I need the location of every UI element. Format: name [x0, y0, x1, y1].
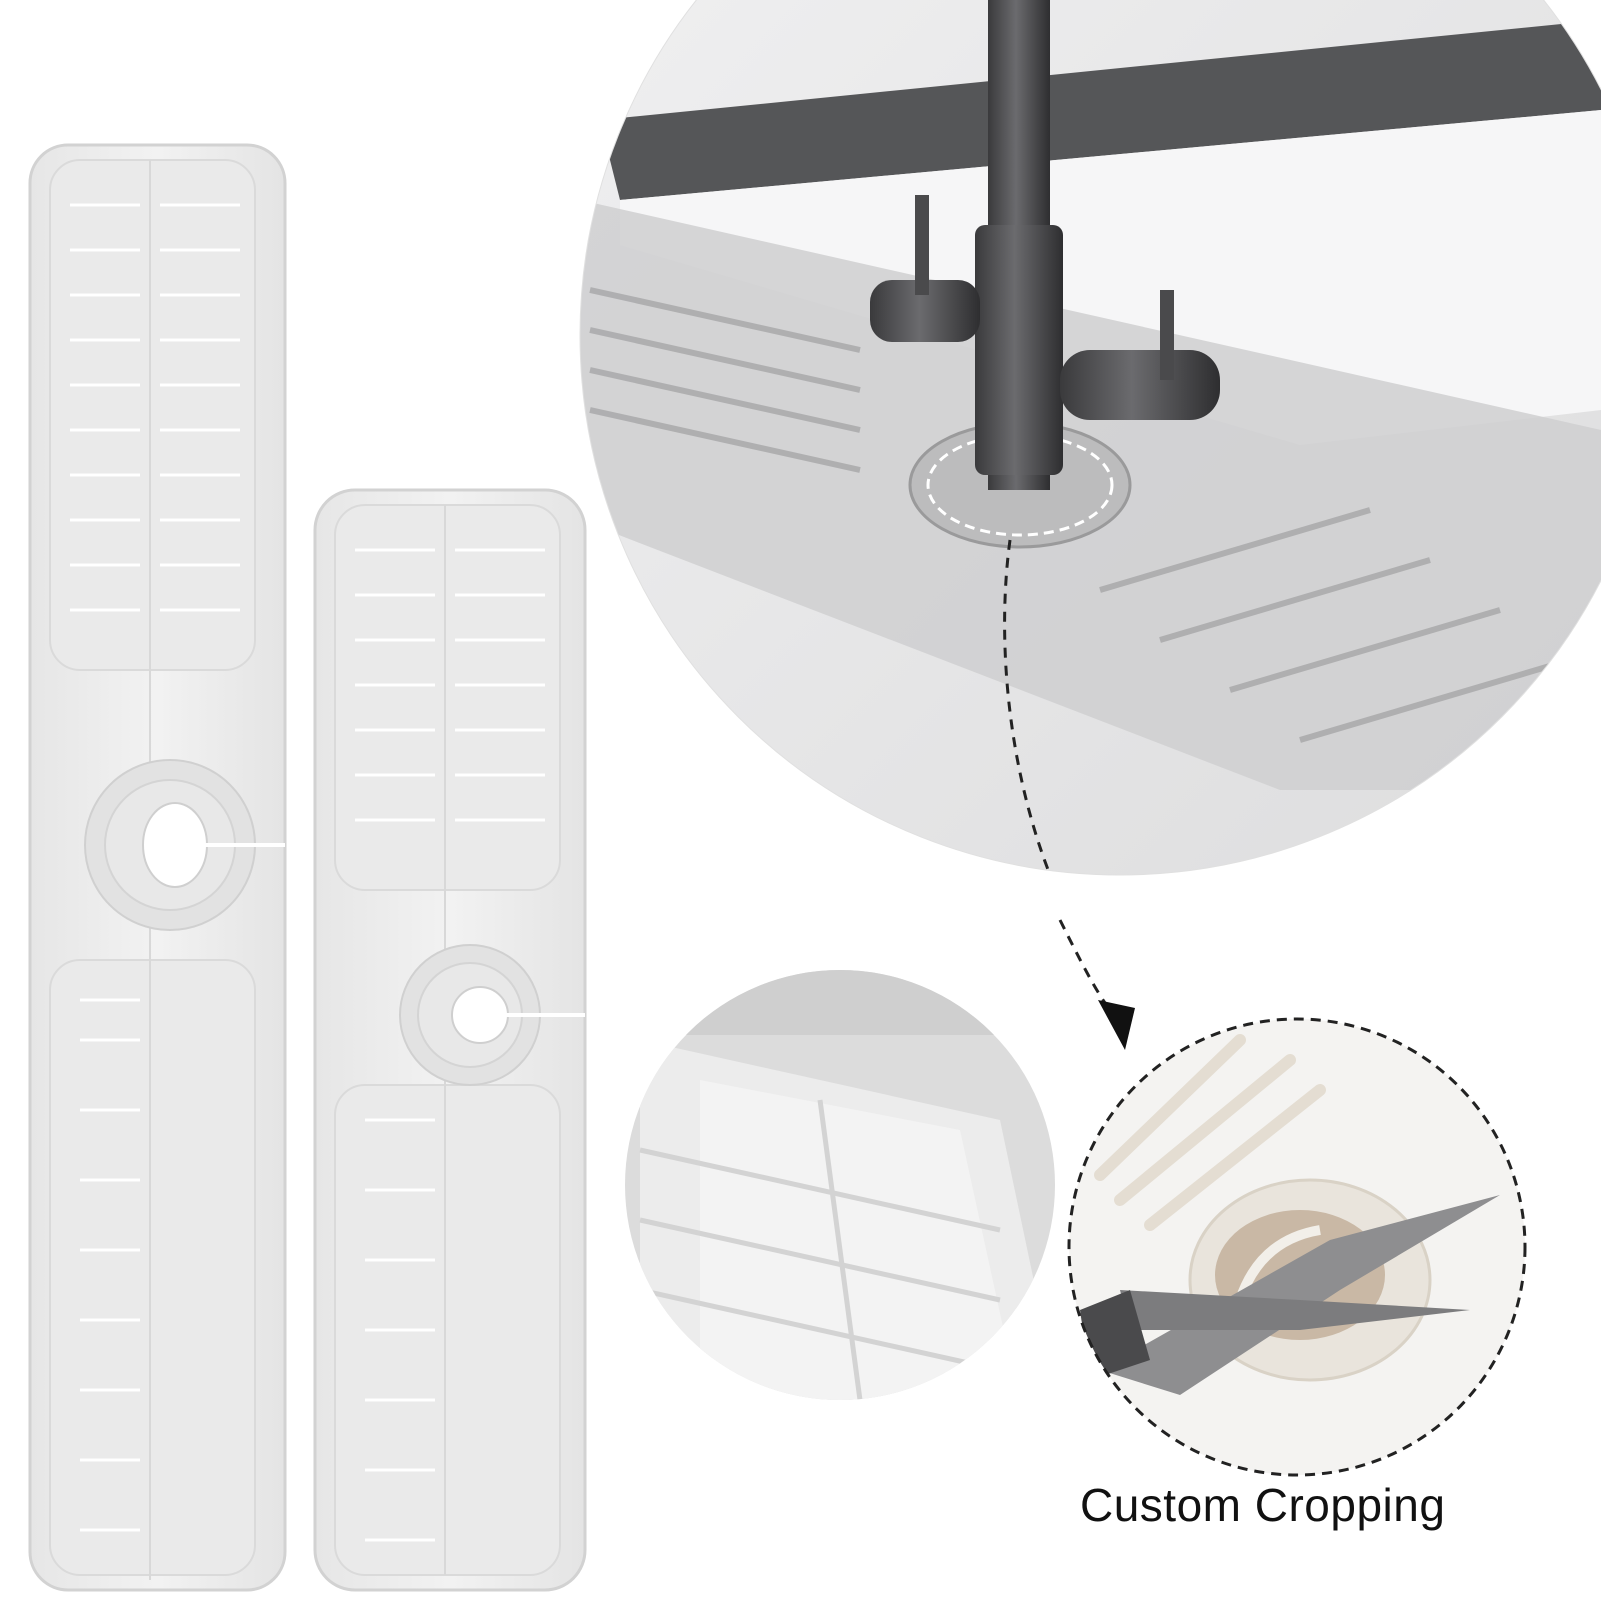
small-faucet-mat [313, 488, 587, 1592]
dashed-circle-outline [1067, 1017, 1527, 1477]
caption-text: Custom Cropping [1080, 1479, 1446, 1531]
large-faucet-mat [28, 143, 287, 1592]
cutting-detail-photo [1069, 1019, 1525, 1475]
mat-detail-photo [625, 970, 1055, 1400]
faucet-scene-photo [580, 0, 1601, 875]
dashed-arrow-icon [1058, 919, 1135, 1050]
